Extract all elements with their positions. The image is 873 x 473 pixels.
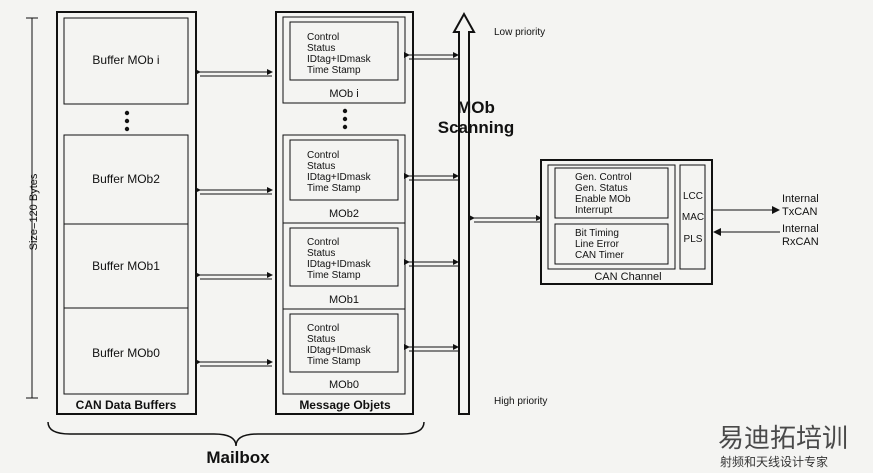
- can-channel: Gen. Control Gen. Status Enable MOb Inte…: [540, 159, 713, 285]
- scanning-bar: Low priority High priority MOb Scanning: [438, 11, 547, 415]
- mob-0-label: MOb0: [329, 379, 359, 391]
- buffer-mob-links: [195, 69, 273, 367]
- watermark-subtitle: 射频和天线设计专家: [720, 454, 828, 469]
- size-dimension: Size=120 Bytes: [26, 17, 40, 399]
- mob-1-field-idtag: IDtag+IDmask: [307, 259, 372, 270]
- channel-group-control: [554, 167, 669, 219]
- buffer-label-i: Buffer MOb i: [92, 53, 159, 67]
- watermark-title: 易迪拓培训: [718, 423, 848, 453]
- channel-interrupt: Interrupt: [575, 205, 612, 216]
- mob-0-field-status: Status: [307, 334, 335, 345]
- channel-group-timing: [554, 223, 669, 265]
- channel-gen-control: Gen. Control: [575, 172, 632, 183]
- tx-label-line1: Internal: [782, 193, 819, 205]
- mob-i-label: MOb i: [329, 88, 358, 100]
- mob-1-label: MOb1: [329, 294, 359, 306]
- low-priority-label: Low priority: [494, 27, 545, 38]
- scanning-line1: MOb: [457, 98, 495, 117]
- mob-i: Control Status IDtag+IDmask Time Stamp M…: [282, 16, 406, 104]
- channel-enable-mob: Enable MOb: [575, 194, 631, 205]
- layer-pls: PLS: [684, 234, 703, 245]
- rx-label-line2: RxCAN: [782, 236, 819, 248]
- can-signals: Internal TxCAN Internal RxCAN: [712, 193, 819, 248]
- mob-0: Control Status IDtag+IDmask Time Stamp M…: [282, 308, 406, 395]
- mob-i-field-status: Status: [307, 43, 335, 54]
- buffer-label-0: Buffer MOb0: [92, 346, 160, 360]
- mob-2-field-timestamp: Time Stamp: [307, 183, 361, 194]
- channel-title: CAN Channel: [594, 271, 661, 283]
- channel-line-error: Line Error: [575, 239, 620, 250]
- mob-1-field-status: Status: [307, 248, 335, 259]
- size-label: Size=120 Bytes: [28, 173, 40, 250]
- buffer-label-1: Buffer MOb1: [92, 259, 160, 273]
- mob-0-field-idtag: IDtag+IDmask: [307, 345, 372, 356]
- mob-2-field-idtag: IDtag+IDmask: [307, 172, 372, 183]
- mob-1: Control Status IDtag+IDmask Time Stamp M…: [282, 222, 406, 310]
- layer-mac: MAC: [682, 212, 704, 223]
- mobs-title: Message Objets: [299, 398, 391, 412]
- watermark: 易迪拓培训 射频和天线设计专家: [718, 423, 848, 469]
- channel-bit-timing: Bit Timing: [575, 228, 619, 239]
- mob-0-field-control: Control: [307, 323, 339, 334]
- buffers-title: CAN Data Buffers: [76, 398, 177, 412]
- tx-label-line2: TxCAN: [782, 206, 818, 218]
- buffer-box-i: [63, 17, 189, 105]
- buffer-box-0: [63, 307, 189, 395]
- mob-2-label: MOb2: [329, 208, 359, 220]
- mailbox-label: Mailbox: [206, 448, 270, 467]
- mob-i-field-timestamp: Time Stamp: [307, 65, 361, 76]
- mob-0-field-timestamp: Time Stamp: [307, 356, 361, 367]
- mailbox-brace: Mailbox: [47, 421, 425, 467]
- channel-gen-status: Gen. Status: [575, 183, 628, 194]
- rx-label-line1: Internal: [782, 223, 819, 235]
- scanning-line2: Scanning: [438, 118, 515, 137]
- scan-channel-link: [469, 215, 542, 223]
- high-priority-label: High priority: [494, 396, 547, 407]
- mob-1-field-control: Control: [307, 237, 339, 248]
- mob-scan-links: [404, 52, 459, 352]
- channel-can-timer: CAN Timer: [575, 250, 625, 261]
- mob-2-field-status: Status: [307, 161, 335, 172]
- buffer-label-2: Buffer MOb2: [92, 172, 160, 186]
- mobs-column: Control Status IDtag+IDmask Time Stamp M…: [275, 11, 414, 415]
- mob-i-field-idtag: IDtag+IDmask: [307, 54, 372, 65]
- mob-2-field-control: Control: [307, 150, 339, 161]
- buffers-column: Buffer MOb i Buffer MOb2 Buffer MOb1 Buf…: [56, 11, 197, 415]
- mob-2: Control Status IDtag+IDmask Time Stamp M…: [282, 134, 406, 224]
- layer-lcc: LCC: [683, 191, 703, 202]
- mob-1-field-timestamp: Time Stamp: [307, 270, 361, 281]
- mob-i-field-control: Control: [307, 32, 339, 43]
